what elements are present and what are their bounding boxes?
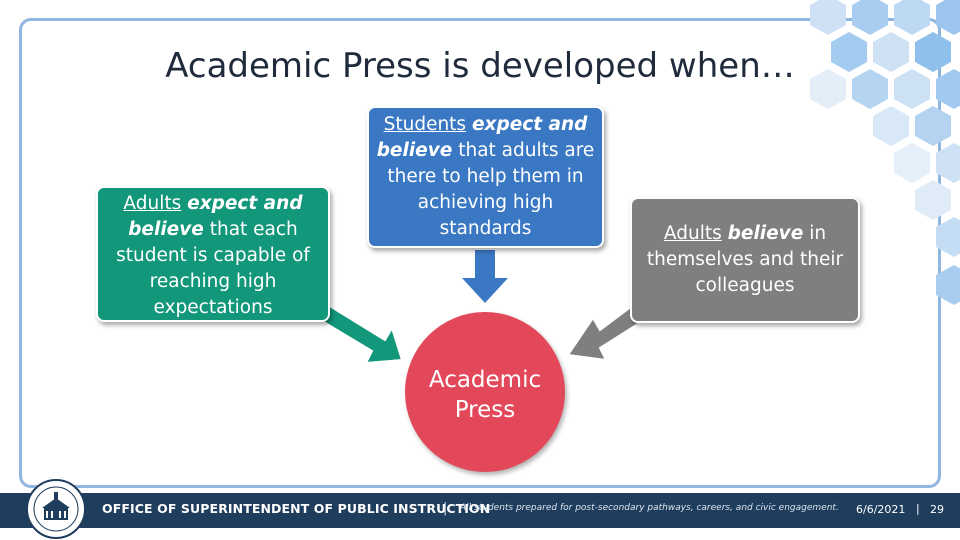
ospi-seal-logo [26,479,86,539]
box-emphasis-text: believe [727,223,804,244]
adults-believe-box: Adults believe in themselves and their c… [630,197,860,323]
adults-expect-box: Adults expect and believe that each stud… [96,186,330,322]
footer-tagline: All students prepared for post-secondary… [460,503,839,513]
circle-label-line1: Academic [428,367,542,393]
box-body-text: that adults are there to help them in ac… [387,140,595,239]
footer-date: 6/6/2021 [856,503,906,516]
footer-org-name: OFFICE OF SUPERINTENDENT OF PUBLIC INSTR… [102,501,491,516]
circle-label-line2: Press [454,397,516,423]
academic-press-circle: Academic Press [405,312,565,472]
footer-bar [0,493,960,528]
box-body-text-2: themselves and their colleagues [646,249,844,296]
hexagon-pattern-decoration [810,0,960,305]
box-emphasis-text: expect and believe [128,193,303,240]
slide-title: Academic Press is developed when… [165,46,795,86]
box-underline-text: Students [383,114,467,135]
box-underline-text: Adults [123,193,182,214]
box-emphasis-text: expect and [471,114,588,135]
footer-page-number: 29 [930,503,944,516]
box-body-text: in [809,223,827,244]
footer-page-separator: | [916,502,920,515]
box-body-text: that each student is capable of reaching… [116,219,310,318]
students-expect-box: Students expect and believe that adults … [367,106,604,248]
box-underline-text: Adults [663,223,722,244]
footer-separator: | [443,501,448,516]
box-emphasis-text-2: believe [376,140,453,161]
